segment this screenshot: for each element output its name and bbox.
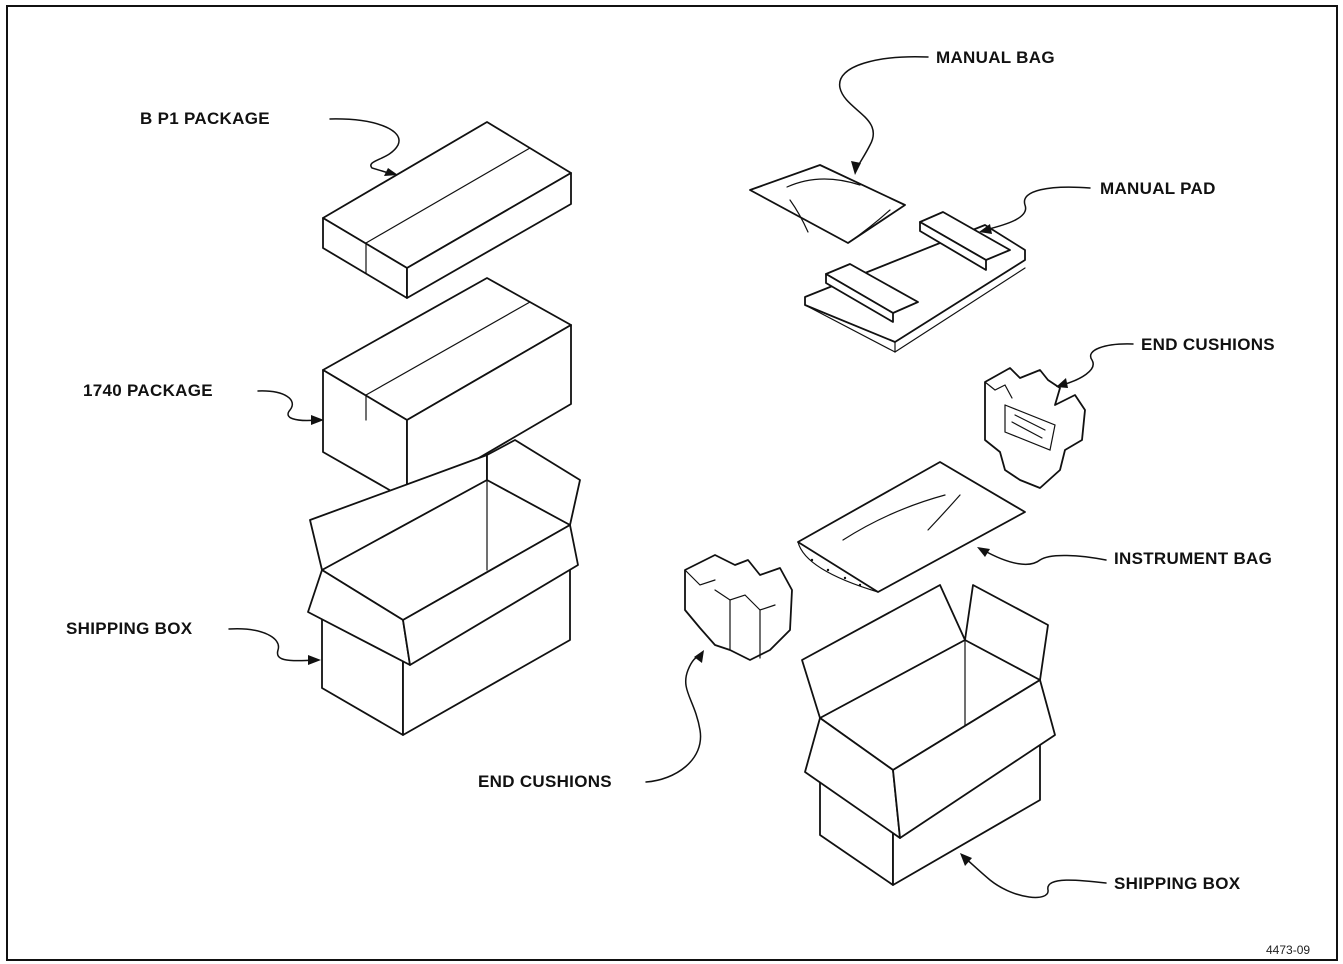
manual-bag bbox=[750, 165, 905, 243]
leader-manual-bag bbox=[840, 57, 928, 168]
label-manual-bag: MANUAL BAG bbox=[936, 48, 1055, 68]
figure-number: 4473-09 bbox=[1266, 943, 1310, 957]
leader-ship-left bbox=[229, 629, 315, 661]
shipping-box-right bbox=[802, 585, 1055, 885]
leader-bp1 bbox=[330, 119, 399, 174]
label-bp1-package: B P1 PACKAGE bbox=[140, 109, 270, 129]
leader-end-cushions-bottom bbox=[646, 655, 701, 782]
label-shipping-box-left: SHIPPING BOX bbox=[66, 619, 192, 639]
leader-instrument-bag bbox=[983, 550, 1106, 564]
instrument-bag bbox=[798, 462, 1025, 592]
leader-ship-right bbox=[965, 858, 1106, 897]
leader-end-cushions-right bbox=[1062, 344, 1133, 385]
label-1740-package: 1740 PACKAGE bbox=[83, 381, 213, 401]
label-end-cushions-bottom: END CUSHIONS bbox=[478, 772, 612, 792]
shipping-box-left bbox=[308, 440, 580, 735]
label-manual-pad: MANUAL PAD bbox=[1100, 179, 1216, 199]
figure-border bbox=[7, 6, 1337, 960]
label-shipping-box-right: SHIPPING BOX bbox=[1114, 874, 1240, 894]
leader-1740 bbox=[258, 391, 318, 421]
bp1-package-box bbox=[323, 122, 571, 298]
end-cushions-bottom bbox=[685, 555, 792, 660]
end-cushions-right bbox=[985, 368, 1085, 488]
label-end-cushions-right: END CUSHIONS bbox=[1141, 335, 1275, 355]
leader-manual-pad bbox=[985, 187, 1090, 230]
label-instrument-bag: INSTRUMENT BAG bbox=[1114, 549, 1272, 569]
